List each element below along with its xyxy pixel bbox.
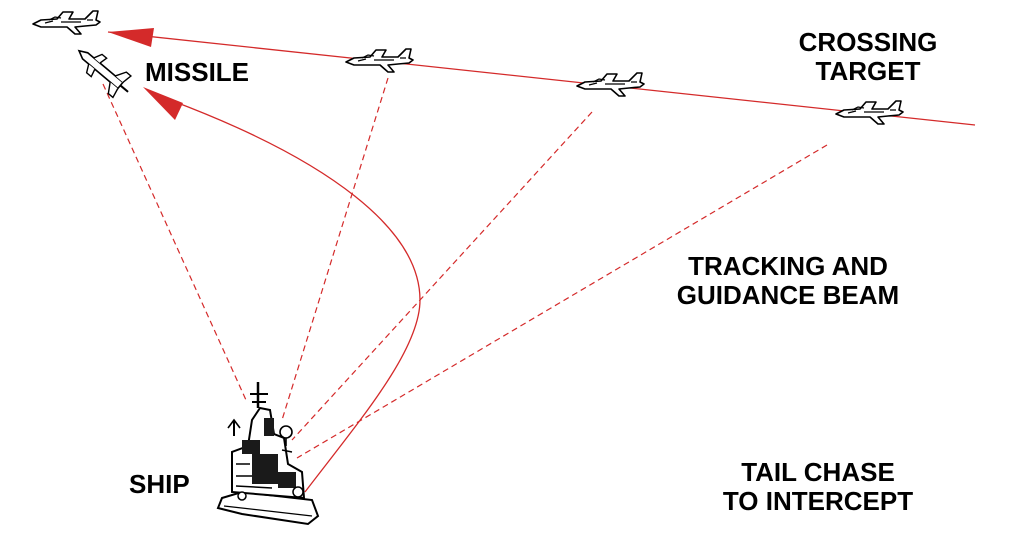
target-flight-path [107, 31, 976, 126]
crossing-target-label: CROSSING TARGET [768, 28, 968, 86]
tracking-beam-label-line-1: TRACKING AND [688, 251, 888, 281]
guidance-beam-2 [281, 77, 389, 421]
missile-icon [77, 49, 133, 99]
ship-label: SHIP [129, 469, 190, 499]
tail-chase-label-line-1: TAIL CHASE [741, 457, 895, 487]
tail-chase-label-line-2: TO INTERCEPT [722, 486, 914, 516]
missile-trajectory-arrowhead [143, 87, 183, 120]
jet-fighter-icon [576, 72, 645, 97]
tail-chase-label: TAIL CHASE TO INTERCEPT [688, 458, 948, 516]
target-path-arrowhead [108, 28, 154, 47]
tracking-beam-label: TRACKING AND GUIDANCE BEAM [638, 252, 938, 310]
guidance-beam-3 [291, 111, 593, 441]
jet-fighter-icon [32, 10, 101, 35]
missile-trajectory [169, 99, 421, 493]
jet-fighter-icon [345, 48, 414, 73]
guidance-beam-1 [102, 83, 247, 401]
missile-label: MISSILE [145, 57, 250, 87]
crossing-target-label-line-1: CROSSING [798, 27, 938, 57]
tracking-beam-label-line-2: GUIDANCE BEAM [676, 280, 900, 310]
guidance-beam-4 [296, 144, 828, 459]
guidance-beams [102, 77, 828, 459]
crossing-target-label-line-2: TARGET [815, 56, 921, 86]
warship-icon [216, 382, 320, 526]
jet-fighter-icon [835, 100, 904, 125]
